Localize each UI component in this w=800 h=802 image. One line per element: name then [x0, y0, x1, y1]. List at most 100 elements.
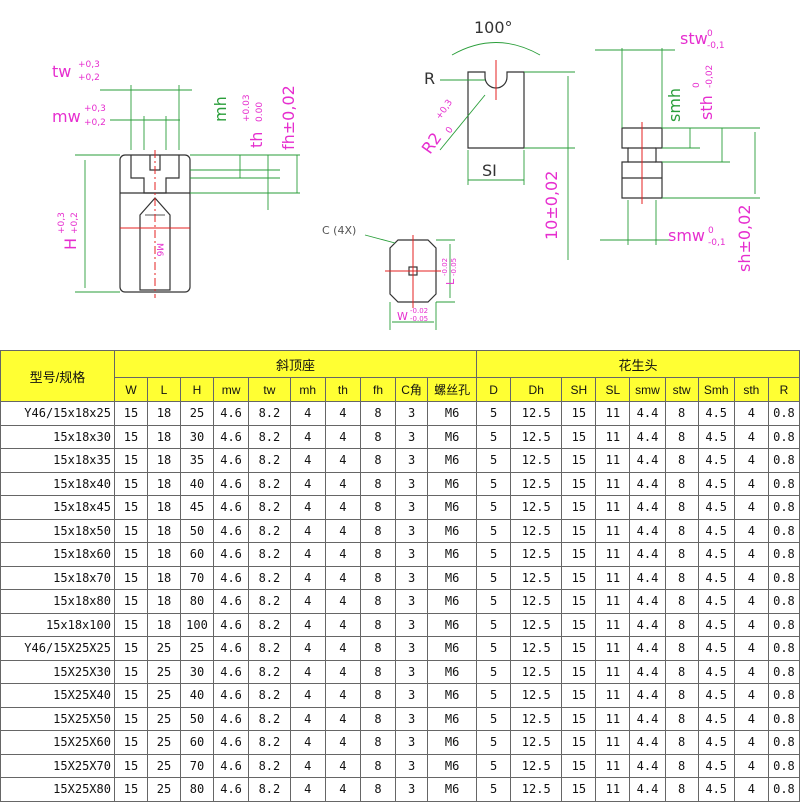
head-side-dim-lines [595, 48, 760, 245]
table-cell: 4.4 [629, 706, 666, 731]
table-cell: 15 [561, 612, 597, 637]
column-header: fh [359, 377, 397, 402]
table-cell: 11 [595, 730, 631, 755]
table-cell: 12.5 [510, 589, 563, 614]
mw-tol-lower: +0,2 [84, 118, 106, 128]
column-header: SH [561, 377, 597, 402]
table-cell: 40 [179, 683, 215, 708]
table-cell: 15 [113, 471, 148, 496]
table-cell: 15 [561, 730, 597, 755]
table-cell: 15 [561, 518, 597, 543]
table-cell: 15 [113, 518, 148, 543]
table-cell: 8.2 [248, 683, 291, 708]
table-cell: M6 [427, 589, 478, 614]
table-cell: 25 [146, 753, 182, 778]
table-cell: 15 [561, 448, 597, 473]
table-cell: 8.2 [248, 518, 291, 543]
table-cell: 5 [476, 753, 512, 778]
table-cell: 4.5 [697, 495, 735, 520]
screw-hole [139, 197, 171, 291]
L-tol-lower: -0.05 [450, 258, 458, 276]
table-cell: 4 [324, 495, 361, 520]
table-cell: 11 [595, 495, 631, 520]
table-cell: 4.5 [697, 777, 735, 802]
table-cell: 4 [733, 730, 769, 755]
table-cell: 12.5 [510, 730, 563, 755]
table-cell: 11 [595, 777, 631, 802]
table-cell: 5 [476, 706, 512, 731]
table-cell: 15 [561, 424, 597, 449]
table-cell: 3 [395, 659, 429, 684]
table-cell: 8.2 [248, 589, 291, 614]
table-cell: 15 [561, 401, 597, 426]
th-tol-upper: +0.03 [242, 94, 252, 122]
table-cell: 4.6 [213, 612, 250, 637]
table-cell: 3 [395, 683, 429, 708]
table-cell: 4 [289, 659, 326, 684]
table-cell: M6 [427, 730, 478, 755]
table-cell: 4.4 [629, 495, 666, 520]
table-cell: 70 [179, 565, 215, 590]
head-dim-lines [439, 42, 575, 260]
table-cell: 4 [733, 683, 769, 708]
table-cell: 8 [359, 542, 397, 567]
table-cell: 60 [179, 730, 215, 755]
table-cell: 18 [146, 612, 182, 637]
column-header: R [767, 377, 800, 402]
table-cell: M6 [427, 706, 478, 731]
table-cell: 8 [359, 401, 397, 426]
table-cell: M6 [427, 753, 478, 778]
th-label: th [247, 132, 266, 148]
table-cell: 11 [595, 753, 631, 778]
table-cell: 8.2 [248, 636, 291, 661]
table-cell: 12.5 [510, 706, 563, 731]
table-cell: 4.6 [213, 683, 250, 708]
table-cell: 8 [664, 777, 699, 802]
sth-tol-lower: -0,02 [705, 65, 715, 88]
table-cell: 40 [179, 471, 215, 496]
square-dim-lines [364, 234, 455, 330]
table-cell: 11 [595, 589, 631, 614]
table-cell: 8.2 [248, 777, 291, 802]
table-cell: 3 [395, 636, 429, 661]
column-header: L [146, 377, 182, 402]
table-cell: 8 [664, 706, 699, 731]
table-cell: 4.4 [629, 401, 666, 426]
table-cell: 15 [561, 589, 597, 614]
R2-label: R2 [418, 129, 446, 157]
table-cell: 0.8 [767, 730, 800, 755]
table-cell: 4.6 [213, 518, 250, 543]
table-cell: 12.5 [510, 448, 563, 473]
table-cell: 15 [561, 565, 597, 590]
table-cell: 4.6 [213, 753, 250, 778]
table-cell: 3 [395, 612, 429, 637]
W-tol-lower: -0.05 [410, 315, 428, 323]
table-cell: 4.5 [697, 565, 735, 590]
table-cell: 3 [395, 753, 429, 778]
table-cell: 18 [146, 589, 182, 614]
table-cell: 15 [113, 542, 148, 567]
table-cell: 15 [113, 659, 148, 684]
table-cell: 8 [664, 636, 699, 661]
table-cell: 8 [359, 495, 397, 520]
table-cell: 30 [179, 424, 215, 449]
table-cell: 8.2 [248, 612, 291, 637]
model-cell: 15X25X60 [0, 730, 115, 755]
stw-tol-upper: 0 [707, 29, 713, 39]
table-cell: 8 [359, 730, 397, 755]
column-header: Smh [697, 377, 735, 402]
table-cell: 0.8 [767, 612, 800, 637]
table-cell: 5 [476, 401, 512, 426]
table-cell: 4.6 [213, 495, 250, 520]
table-cell: 15 [561, 495, 597, 520]
table-cell: 15 [113, 683, 148, 708]
L-tol-upper: -0.02 [441, 258, 449, 276]
table-cell: 4.4 [629, 448, 666, 473]
model-cell: 15X25X40 [0, 683, 115, 708]
table-cell: 4.6 [213, 777, 250, 802]
table-cell: 18 [146, 424, 182, 449]
